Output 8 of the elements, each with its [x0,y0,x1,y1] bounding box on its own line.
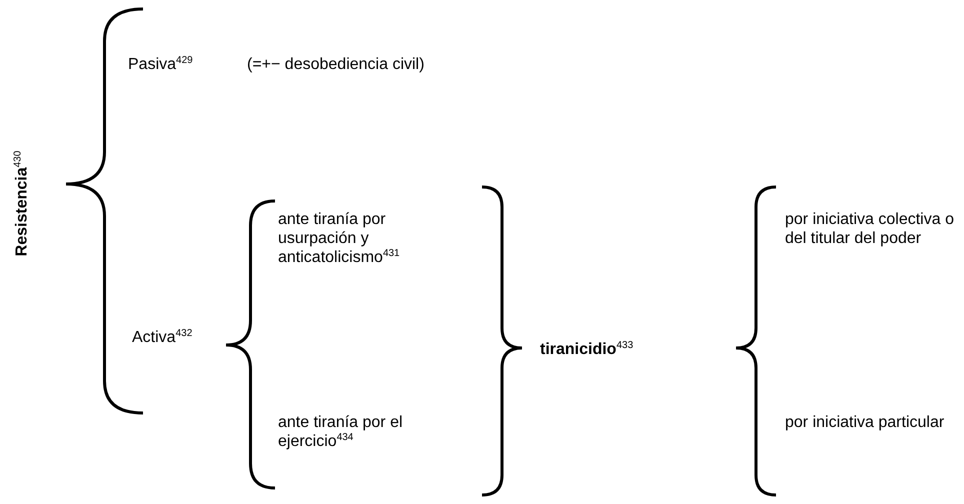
label-text: ante tiranía por el ejercicio$^{434}$ [278,413,404,451]
label-text: Pasiva$^{429}$ [128,55,194,74]
label-text: por iniciativa particular [785,413,946,432]
label-text: tiranicidio$^{433}$ [540,340,634,359]
label-text: por iniciativa colectiva o del titular del poder [785,210,955,248]
label-text: (=+− desobediencia civil) [247,55,426,74]
label-text: Activa$^{432}$ [132,328,194,347]
label-text: ante tiranía por usurpación y anticatolicismo$^{431}$ [278,210,401,267]
